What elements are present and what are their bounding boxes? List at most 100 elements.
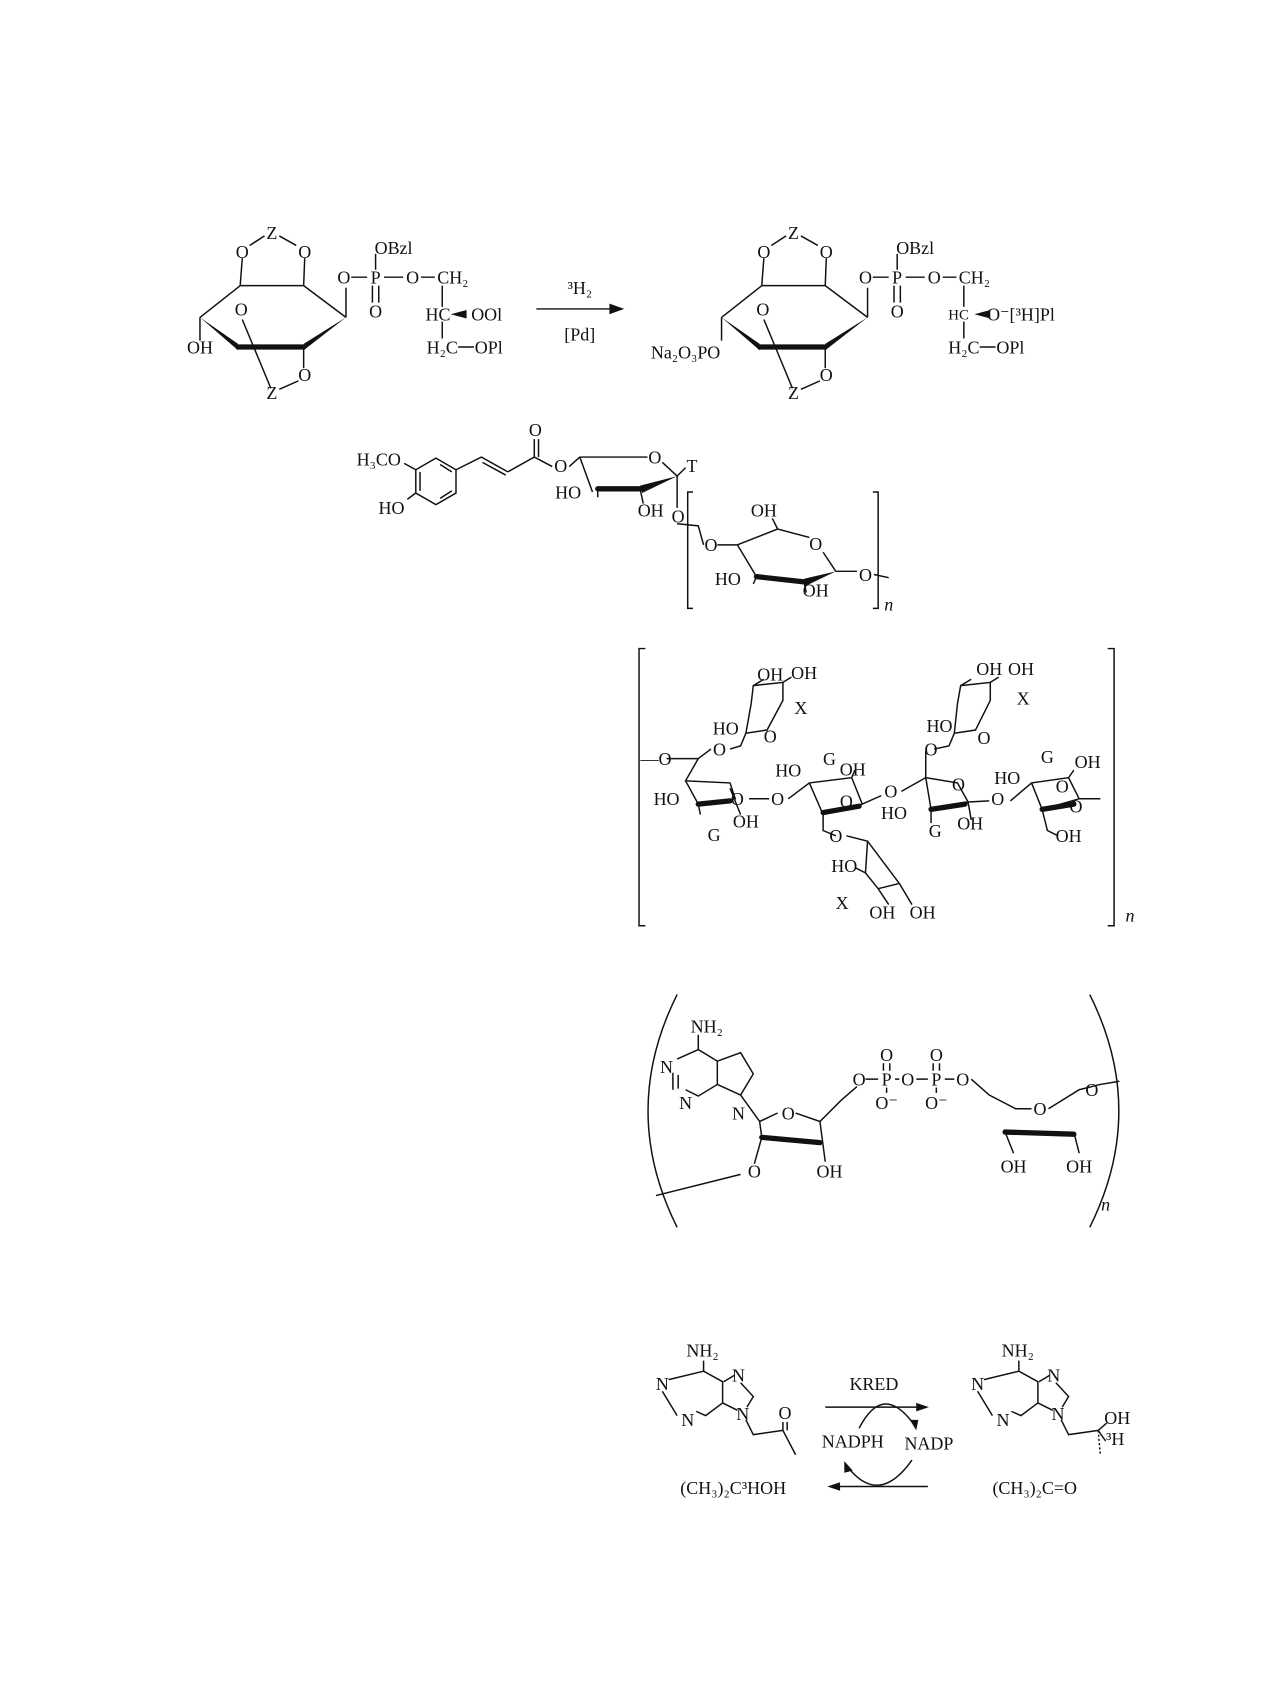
atom-label: O	[840, 791, 853, 811]
atom-label: O	[748, 1162, 761, 1182]
bonds	[720, 235, 996, 391]
atom-label: O⁻	[875, 1093, 897, 1113]
atom-label: Z	[266, 383, 277, 403]
atom-label: OH	[869, 902, 895, 922]
atom-label: O	[891, 301, 904, 321]
atom-label: N	[736, 1404, 749, 1424]
atom-label: O	[337, 268, 350, 288]
atom-label: OH	[840, 760, 866, 780]
atom-label: OH	[757, 664, 783, 684]
atom-label: OH	[816, 1162, 842, 1182]
xylose-label: X	[836, 893, 849, 913]
atom-label: P	[882, 1070, 892, 1090]
reaction-arrow-tritiation: ³H₂ [Pd]	[536, 278, 625, 345]
atom-label: HO	[654, 789, 680, 809]
cofactor-in-label: NADPH	[822, 1431, 884, 1451]
atom-label: O	[704, 535, 717, 555]
atom-label: N	[971, 1374, 984, 1394]
atom-label: O	[554, 456, 567, 476]
atom-label: N	[1047, 1366, 1060, 1386]
repeat-n: n	[1101, 1194, 1110, 1214]
atom-label: O	[991, 789, 1004, 809]
atom-label: O	[952, 774, 965, 794]
atom-label: O	[731, 789, 744, 809]
atom-label: O⁻	[925, 1093, 947, 1113]
structure-xyloglucan: OH OH X HO O O —O G HO OH O HO O O O OH …	[638, 647, 1134, 927]
bonds	[638, 647, 1115, 927]
atom-label: Z	[788, 223, 799, 243]
atom-label: OH	[1066, 1156, 1092, 1176]
cofactor-out-label: NADP	[904, 1433, 953, 1453]
atom-label: O⁻[³H]Pl	[987, 305, 1055, 325]
atom-label: OH	[1056, 826, 1082, 846]
atom-label: OH	[187, 337, 213, 357]
glucose-label: G	[929, 821, 942, 841]
atom-label: N	[660, 1057, 673, 1077]
reaction-kred-reduction: NH₂ N N N N O KRED NADPH NADP (CH₃)₂C³HO…	[656, 1340, 1130, 1499]
glucose-label: G	[823, 749, 836, 769]
atom-label: OH	[910, 902, 936, 922]
atom-label: O	[779, 1403, 792, 1423]
atom-label: O	[880, 1045, 893, 1065]
atom-label: O	[406, 268, 419, 288]
atom-label: O	[1085, 1080, 1098, 1100]
atom-label: HO	[715, 569, 741, 589]
atom-label: OH	[957, 813, 983, 833]
atom-label: H₂C	[948, 337, 979, 357]
atom-label: N	[732, 1103, 745, 1123]
atom-label: O	[672, 507, 685, 527]
atom-label: O	[820, 365, 833, 385]
atom-label: Z	[266, 223, 277, 243]
byproduct-label: (CH₃)₂C=O	[992, 1478, 1077, 1499]
atom-label: N	[996, 1410, 1009, 1430]
atom-label: O	[809, 534, 822, 554]
atom-label: O	[928, 268, 941, 288]
atom-label: OH	[1104, 1408, 1130, 1428]
atom-label: O	[859, 565, 872, 585]
atom-label: P	[892, 268, 902, 288]
atom-label: OH	[751, 500, 777, 520]
atom-label: HO	[775, 761, 801, 781]
atom-label: HC	[426, 305, 451, 325]
atom-label: O	[1034, 1099, 1047, 1119]
atom-label: O	[236, 242, 249, 262]
atom-label: —O	[639, 749, 671, 769]
atom-label: HO	[378, 498, 404, 518]
atom-label: OH	[1075, 752, 1101, 772]
bonds	[661, 1360, 1108, 1491]
atom-label: O	[829, 826, 842, 846]
atom-label: O	[648, 447, 661, 467]
atom-label: O	[925, 739, 938, 759]
atom-label: O	[369, 301, 382, 321]
xylose-label: X	[794, 698, 807, 718]
atom-label: NH₂	[1002, 1340, 1034, 1360]
atom-label: O	[1056, 776, 1069, 796]
atom-label: O	[977, 728, 990, 748]
atom-label: OPl	[475, 337, 503, 357]
atom-label: O	[884, 782, 897, 802]
atom-label: O	[235, 299, 248, 319]
bonds	[403, 439, 889, 610]
structure-inositol-phosphate-reactant: Z O O OBzl O P O CH₂ O O HC OOl OH H₂C O…	[187, 223, 503, 403]
atom-label: N	[1052, 1404, 1065, 1424]
atom-label: OOl	[471, 305, 502, 325]
atom-label: OH	[803, 581, 829, 601]
donor-label: (CH₃)₂C³HOH	[680, 1478, 786, 1499]
atom-label: H₃CO	[357, 450, 401, 470]
atom-label: N	[656, 1374, 669, 1394]
atom-label: O	[930, 1045, 943, 1065]
atom-label: HO	[713, 718, 739, 738]
atom-label: O	[956, 1070, 969, 1090]
atom-label: CH₂	[959, 268, 990, 288]
atom-label: OH	[733, 811, 759, 831]
atom-label: OH	[638, 500, 664, 520]
atom-label: N	[732, 1366, 745, 1386]
atom-label: NH₂	[686, 1340, 718, 1360]
atom-label: O	[782, 1103, 795, 1123]
atom-label: O	[529, 420, 542, 440]
structure-inositol-phosphate-product: Z O O OBzl O P O CH₂ O O HC O⁻[³H]Pl Na₂…	[651, 223, 1055, 403]
atom-label: ³H	[1106, 1429, 1124, 1449]
atom-label: Z	[788, 383, 799, 403]
atom-label: HO	[831, 856, 857, 876]
